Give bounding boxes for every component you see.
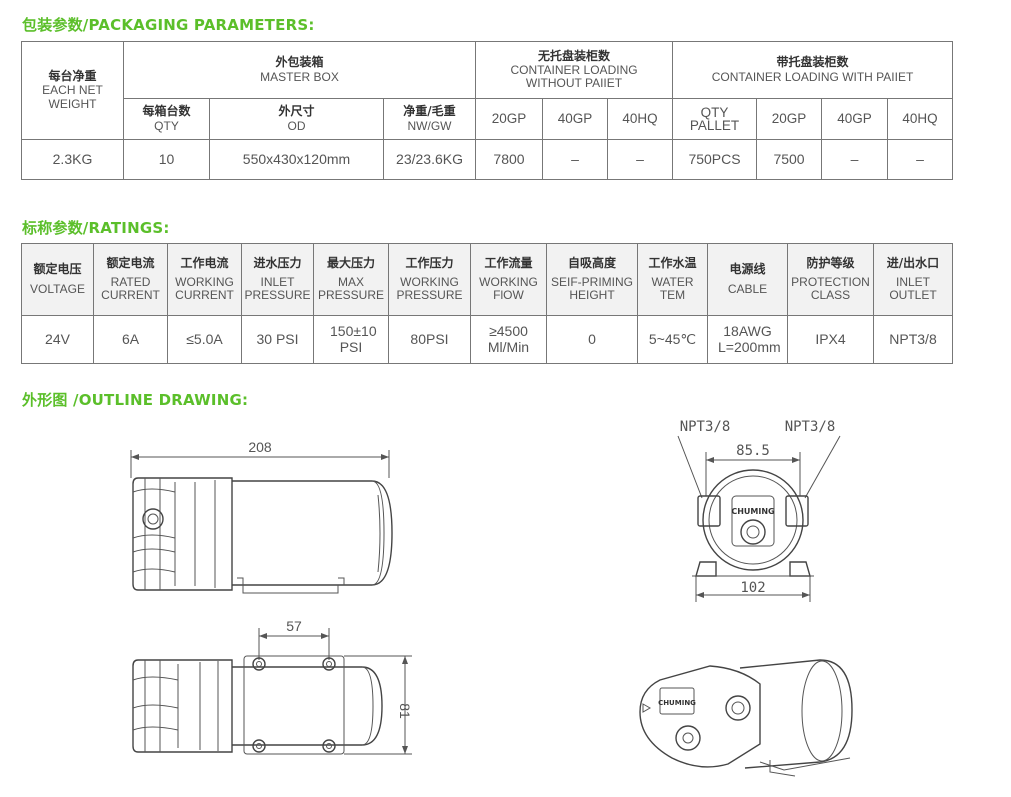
brand-logo: CHUMING — [731, 507, 774, 516]
rating-header-zh: 额定电流 — [106, 255, 155, 270]
rating-header: 自吸高度 SEIF-PRIMING HEIGHT — [546, 243, 638, 316]
ratings-table: 额定电压 VOLTAGE 额定电流 RATED CURRENT 工作电流 WORKING … — [21, 243, 953, 364]
qty-pallet-header: QTY PALLET — [672, 98, 758, 140]
rating-header-en: INLET PRESSURE — [244, 274, 311, 303]
rating-header: 进/出水口 INLET OUTLET — [873, 243, 953, 316]
length-dimension: 208 — [248, 439, 272, 455]
pallet-40gp-header: 40GP — [821, 98, 889, 140]
rating-header-en: WORKING CURRENT — [175, 274, 234, 303]
mount-height-dimension: 81 — [397, 703, 413, 719]
rating-header-zh: 工作电流 — [180, 255, 229, 270]
rating-header-zh: 进/出水口 — [886, 255, 940, 270]
container-20gp-value: 7800 — [475, 139, 543, 180]
pump-front-view: NPT3/8 NPT3/8 85.5 CHUMING 102 — [677, 419, 841, 602]
rating-header-en: VOLTAGE — [30, 281, 85, 296]
rating-header: 额定电压 VOLTAGE — [21, 243, 94, 316]
rating-value: ≥4500 Ml/Min — [470, 315, 547, 364]
rating-header: 最大压力 MAX PRESSURE — [313, 243, 389, 316]
brand-logo-iso: CHUMING — [658, 699, 696, 707]
pump-bottom-view: 57 81 — [132, 618, 413, 755]
rating-header-en: WATER TEM — [651, 274, 694, 303]
rating-header: 额定电流 RATED CURRENT — [93, 243, 168, 316]
pallet-20gp-header: 20GP — [756, 98, 823, 140]
rating-header-zh: 自吸高度 — [567, 255, 616, 270]
rating-header-zh: 最大压力 — [326, 255, 375, 270]
rating-header-en: MAX PRESSURE — [317, 274, 385, 303]
rating-header: 工作电流 WORKING CURRENT — [167, 243, 242, 316]
rating-value: NPT3/8 — [873, 315, 953, 364]
pump-isometric-view: CHUMING — [639, 659, 853, 777]
container-20gp-header: 20GP — [475, 98, 543, 140]
qty-value: 10 — [123, 139, 210, 180]
master-box-header: 外包装箱 MASTER BOX — [123, 41, 476, 99]
net-weight-value: 2.3KG — [21, 139, 124, 180]
rating-header: 防护等级 PROTECTION CLASS — [787, 243, 874, 316]
rating-header: 工作流量 WORKING FlOW — [470, 243, 547, 316]
rating-value: 6A — [93, 315, 168, 364]
net-weight-header: 每台净重 EACH NET WEIGHT — [21, 41, 124, 140]
rating-header: 电源线 CABLE — [707, 243, 788, 316]
rating-header-en: WORKING FlOW — [479, 274, 538, 303]
pump-side-view: 208 — [130, 439, 393, 594]
port-left-label: NPT3/8 — [680, 419, 731, 435]
rating-value: 18AWG L=200mm — [707, 315, 788, 364]
rating-value: 5~45℃ — [637, 315, 708, 364]
rating-value: ≤5.0A — [167, 315, 242, 364]
mount-spacing-dimension: 57 — [286, 618, 302, 634]
container-40hq-value: – — [606, 139, 674, 180]
rating-header-en: SEIF-PRIMING HEIGHT — [550, 274, 633, 303]
pallet-40hq-value: – — [887, 139, 954, 180]
rating-header-en: PROTECTION CLASS — [791, 274, 870, 303]
rating-header-en: CABLE — [727, 281, 768, 296]
packaging-table: 每台净重 EACH NET WEIGHT 外包装箱 MASTER BOX 无托盘… — [21, 41, 954, 180]
rating-header-zh: 电源线 — [729, 262, 766, 277]
port-spacing-dimension: 85.5 — [736, 443, 770, 459]
pallet-20gp-value: 7500 — [756, 139, 823, 180]
rating-value: IPX4 — [787, 315, 874, 364]
rating-value: 30 PSI — [241, 315, 314, 364]
pallet-40gp-value: – — [821, 139, 889, 180]
rating-header-en: WORKING PRESSURE — [396, 274, 463, 303]
rating-header-zh: 进水压力 — [253, 255, 302, 270]
rating-header: 工作压力 WORKING PRESSURE — [388, 243, 471, 316]
od-value: 550x430x120mm — [209, 139, 384, 180]
base-width-dimension: 102 — [740, 580, 765, 596]
rating-header-zh: 工作压力 — [405, 255, 454, 270]
rating-header-zh: 防护等级 — [806, 255, 855, 270]
rating-header-zh: 工作水温 — [648, 255, 697, 270]
ratings-section-title: 标称参数/RATINGS: — [22, 219, 170, 237]
nwgw-value: 23/23.6KG — [383, 139, 476, 180]
packaging-section-title: 包装参数/PACKAGING PARAMETERS: — [22, 16, 315, 34]
table-row: 2.3KG 10 550x430x120mm 23/23.6KG 7800 – … — [21, 139, 954, 180]
outline-section-title: 外形图 /OUTLINE DRAWING: — [22, 391, 249, 409]
rating-header-en: INLET OUTLET — [889, 274, 937, 303]
rating-header-zh: 工作流量 — [484, 255, 533, 270]
qty-pallet-value: 750PCS — [672, 139, 758, 180]
rating-header-zh: 额定电压 — [33, 262, 82, 277]
container-40hq-header: 40HQ — [606, 98, 674, 140]
container-40gp-header: 40GP — [542, 98, 608, 140]
with-pallet-header: 带托盘装柜数 CONTAINER LOADING WITH PAIIET — [672, 41, 954, 99]
rating-header-en: RATED CURRENT — [101, 274, 160, 303]
port-right-label: NPT3/8 — [785, 419, 836, 435]
container-40gp-value: – — [542, 139, 608, 180]
rating-header: 进水压力 INLET PRESSURE — [241, 243, 314, 316]
rating-header: 工作水温 WATER TEM — [637, 243, 708, 316]
